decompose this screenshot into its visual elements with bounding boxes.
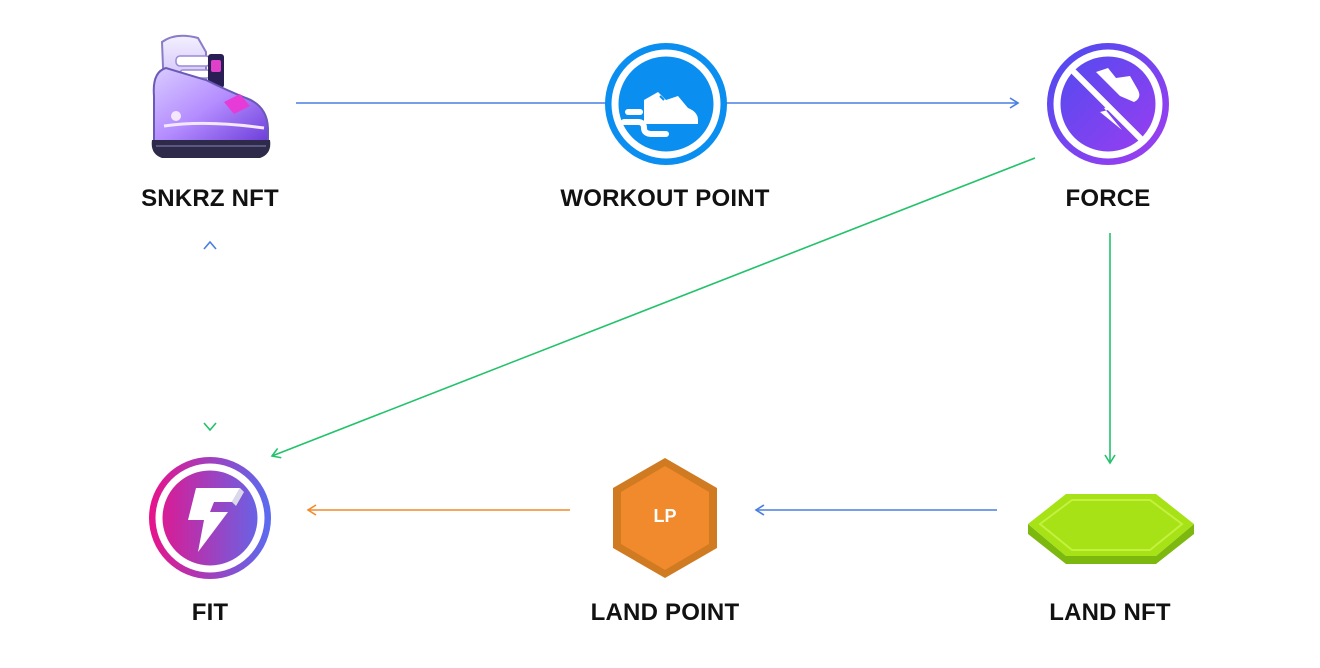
land-nft-label: LAND NFT: [1049, 599, 1171, 626]
arrowhead-down-green: [203, 422, 217, 432]
edge-force-to-fit: [270, 157, 1036, 459]
hexagon-lp-icon: LP: [610, 456, 720, 580]
running-shoe-icon: [604, 42, 728, 166]
sneaker-nft-icon: [146, 32, 276, 166]
lightning-bolt-icon: [148, 456, 272, 580]
snkrz-nft-label: SNKRZ NFT: [141, 185, 279, 212]
arrowhead-up-blue: [203, 240, 217, 250]
workout-point-label: WORKOUT POINT: [560, 185, 770, 212]
force-label: FORCE: [1065, 185, 1151, 212]
lp-badge-text: LP: [653, 506, 677, 526]
lightning-shoe-icon: [1046, 42, 1170, 166]
land-point-label: LAND POINT: [590, 599, 740, 626]
green-hexagon-tile-icon: [1026, 490, 1196, 566]
fit-label: FIT: [191, 599, 229, 626]
